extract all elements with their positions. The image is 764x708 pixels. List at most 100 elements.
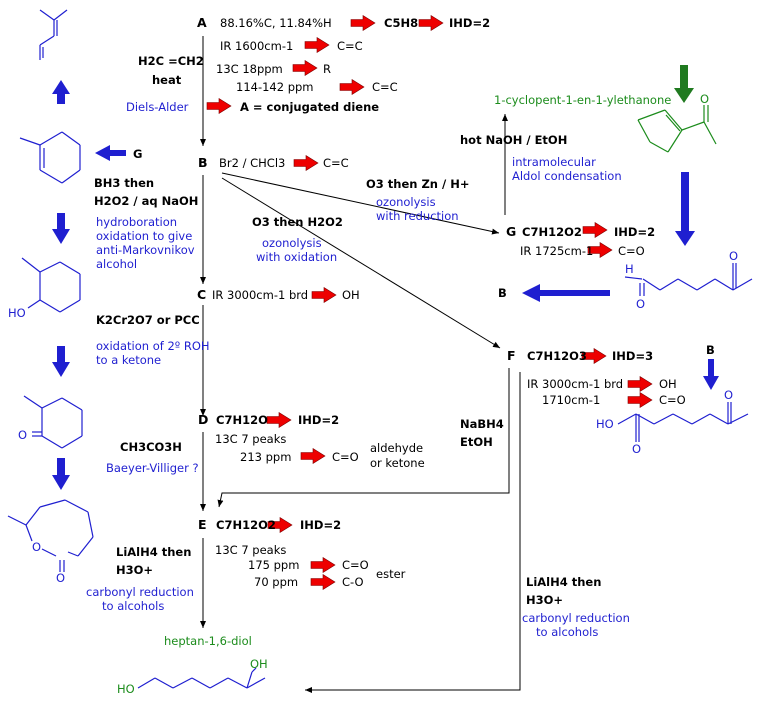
aldol-reagent: hot NaOH / EtOH <box>460 133 568 147</box>
compound-d-formula: C7H12O <box>216 413 268 427</box>
nabh4-reagent-1: NaBH4 <box>460 417 504 431</box>
compound-d-label: D <box>198 412 209 427</box>
enone-structure <box>637 105 717 153</box>
compound-f-ir-b: 1710cm-1 <box>542 393 601 407</box>
aldehyde-o-label: O <box>636 297 646 311</box>
oxidation-reagent: K2Cr2O7 or PCC <box>96 313 200 327</box>
compound-d-note-1: aldehyde <box>370 441 424 455</box>
keto-aldehyde-structure <box>624 263 753 296</box>
ozone-red-note-2: with reduction <box>376 209 459 223</box>
acid-o-label: O <box>632 442 642 456</box>
compound-f-ir-a-assign: OH <box>659 377 677 391</box>
compound-e-ihd: IHD=2 <box>300 518 342 532</box>
compound-c-ir-assign: OH <box>342 288 360 302</box>
oxidation-note-1: oxidation of 2º ROH <box>96 339 210 353</box>
compound-e-c13-c-assign: C-O <box>342 575 364 589</box>
oxidation-note-2: to a ketone <box>96 353 162 367</box>
methylcyclohexene-structure <box>19 131 81 184</box>
aldol-note-2: Aldol condensation <box>512 169 622 183</box>
lactone-structure <box>7 499 94 572</box>
compound-a-formula: C5H8 <box>384 16 419 30</box>
hydroboration-note-4: alcohol <box>96 257 138 271</box>
compound-a-label: A <box>197 15 207 30</box>
compound-d-c13-b-assign: C=O <box>332 450 359 464</box>
nabh4-reagent-2: EtOH <box>460 435 493 449</box>
compound-e-note: ester <box>376 567 406 581</box>
ozone-red-reagent: O3 then Zn / H+ <box>366 177 470 191</box>
compound-b-test-assign: C=C <box>323 156 349 170</box>
compound-f-ir-b-assign: C=O <box>659 393 686 407</box>
compound-d-c13-a: 13C 7 peaks <box>215 432 287 446</box>
compound-f-ir-a: IR 3000cm-1 brd <box>527 377 624 391</box>
compound-b-label: B <box>198 155 208 170</box>
lialh4-note-1: carbonyl reduction <box>86 585 194 599</box>
diol-oh-label: OH <box>250 657 268 671</box>
enone-o-label: O <box>700 92 710 106</box>
compound-a-analysis: 88.16%C, 11.84%H <box>220 16 332 30</box>
compound-d-note-2: or ketone <box>370 456 425 470</box>
hydroboration-reagent-1: BH3 then <box>94 176 155 190</box>
compound-d-ihd: IHD=2 <box>298 413 340 427</box>
lialh4-reagent-1: LiAlH4 then <box>116 545 192 559</box>
lialh4b-reagent-2: H3O+ <box>526 593 564 607</box>
diol-name: heptan-1,6-diol <box>164 634 252 648</box>
compound-e-c13-c: 70 ppm <box>254 575 299 589</box>
compound-a-ir: IR 1600cm-1 <box>220 39 294 53</box>
lialh4-reagent-2: H3O+ <box>116 563 154 577</box>
g-marker: G <box>133 147 143 161</box>
compound-a-c13-a-assign: R <box>323 62 331 76</box>
compound-e-c13-b-assign: C=O <box>342 558 369 572</box>
isoprene-structure <box>39 9 68 60</box>
methylcyclohexanol-structure <box>21 257 81 313</box>
compound-g-ir: IR 1725cm-1 <box>520 244 594 258</box>
compound-a-c13-a: 13C 18ppm <box>216 62 283 76</box>
alcohol-oh-label: HO <box>8 306 26 320</box>
lialh4b-note-1: carbonyl reduction <box>522 611 630 625</box>
lactone-ring-o-label: O <box>32 540 42 554</box>
bv-name: Baeyer-Villiger ? <box>106 461 199 475</box>
lialh4b-reagent-1: LiAlH4 then <box>526 575 602 589</box>
compound-c-ir: IR 3000cm-1 brd <box>212 288 309 302</box>
arrow-f-to-e <box>217 368 510 508</box>
compound-g-ihd: IHD=2 <box>614 225 656 239</box>
ozone-ox-note-2: with oxidation <box>256 250 338 264</box>
keto-acid-structure <box>617 402 749 442</box>
compound-f-formula: C7H12O3 <box>527 349 587 363</box>
aldol-note-1: intramolecular <box>512 155 596 169</box>
b-marker-down-arrow: B <box>706 343 715 357</box>
diol-ho-label: HO <box>117 682 135 696</box>
hydroboration-note-3: anti-Markovnikov <box>96 243 195 257</box>
lialh4b-note-2: to alcohols <box>536 625 599 639</box>
g-ketone-o-label: O <box>729 249 739 263</box>
compound-a-c13-b-assign: C=C <box>372 80 398 94</box>
compound-a-conclusion: A = conjugated diene <box>240 100 380 114</box>
compound-g-formula: C7H12O2 <box>522 225 582 239</box>
compound-c-label: C <box>197 287 207 302</box>
compound-e-c13-b: 175 ppm <box>248 558 300 572</box>
compound-g-label: G <box>506 224 517 239</box>
diels-alder-condition: heat <box>152 73 182 87</box>
compound-g-ir-assign: C=O <box>618 244 645 258</box>
compound-d-c13-b: 213 ppm <box>240 450 292 464</box>
hydroboration-reagent-2: H2O2 / aq NaOH <box>94 194 199 208</box>
compound-e-c13-a: 13C 7 peaks <box>215 543 287 557</box>
ozone-ox-reagent: O3 then H2O2 <box>252 215 343 229</box>
compound-a-c13-b: 114-142 ppm <box>236 80 314 94</box>
arrow-f-to-diol <box>305 372 521 693</box>
methylcyclohexanone-structure <box>23 395 83 449</box>
hydroboration-note-2: oxidation to give <box>96 229 193 243</box>
compound-f-label: F <box>507 348 516 363</box>
compound-a-ir-assign: C=C <box>337 39 363 53</box>
lialh4-note-2: to alcohols <box>102 599 165 613</box>
compound-e-label: E <box>198 517 207 532</box>
diol-structure <box>137 667 266 689</box>
arrow-b-to-g <box>221 172 500 235</box>
aldehyde-h-label: H <box>625 262 634 276</box>
compound-a-ihd: IHD=2 <box>449 16 491 30</box>
lactone-carbonyl-o-label: O <box>56 571 66 585</box>
hydroboration-note-1: hydroboration <box>96 215 178 229</box>
b-marker-left-arrow: B <box>498 286 507 300</box>
